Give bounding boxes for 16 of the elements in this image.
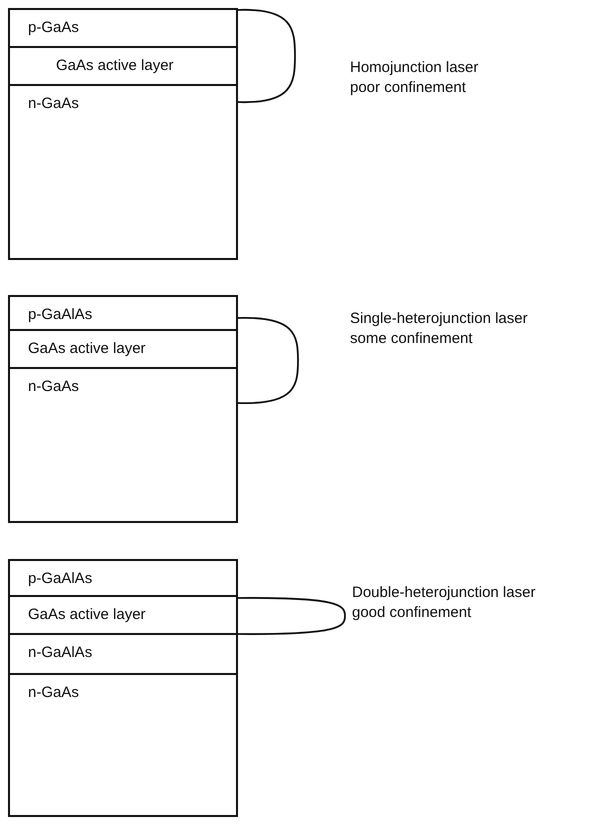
- caption-text: Double-heterojunction laser good confinement: [352, 583, 536, 623]
- layer-stack: [8, 559, 238, 817]
- layer-label: p-GaAlAs: [28, 570, 92, 587]
- layer-label: n-GaAs: [28, 378, 79, 395]
- caption-text: Single-heterojunction laser some confinement: [350, 309, 529, 349]
- layer-label: p-GaAs: [28, 19, 79, 36]
- layer-label: n-GaAs: [28, 684, 79, 701]
- layer-label: n-GaAlAs: [28, 644, 92, 661]
- layer-label: GaAs active layer: [28, 340, 146, 357]
- layer-label: p-GaAlAs: [28, 306, 92, 323]
- layer-label: n-GaAs: [28, 95, 79, 112]
- layer-stack: [8, 295, 238, 523]
- layer-label: GaAs active layer: [56, 57, 174, 74]
- layer-label: GaAs active layer: [28, 606, 146, 623]
- caption-text: Homojunction laser poor confinement: [350, 58, 480, 98]
- layer-stack: [8, 8, 238, 260]
